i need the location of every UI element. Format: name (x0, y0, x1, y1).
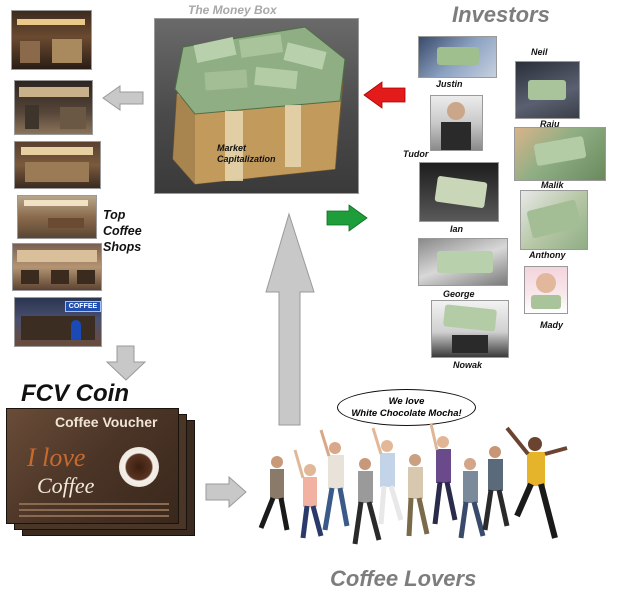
speech-line-1: We love (388, 396, 425, 407)
money-box-illustration (172, 26, 346, 185)
jumping-person-2 (293, 449, 324, 539)
investor-photo-justin (418, 36, 497, 78)
coffee-sign: COFFEE (65, 301, 101, 312)
investor-photo-raju (514, 127, 606, 181)
investor-name-tudor: Tudor (403, 149, 429, 159)
investor-photo-ian (419, 162, 499, 222)
investor-name-raju: Raju (540, 119, 560, 129)
arrow-box-to-shops (102, 85, 144, 111)
investor-photo-neil (515, 61, 580, 119)
investor-name-george: George (443, 289, 475, 299)
investor-photo-malik (520, 190, 588, 250)
jumping-person-6 (406, 454, 430, 537)
jumping-person-10 (505, 426, 568, 539)
voucher-script-line-1: I love (27, 443, 86, 472)
jumping-person-3 (319, 429, 350, 531)
voucher-title: Coffee Voucher (55, 414, 158, 430)
speech-line-2: White Chocolate Mocha! (351, 408, 462, 419)
coffee-shop-photo-3 (14, 141, 101, 189)
money-box-title: The Money Box (188, 3, 277, 17)
investor-name-justin: Justin (436, 79, 463, 89)
coffee-lovers-title: Coffee Lovers (330, 566, 477, 591)
coffee-cup-icon (119, 447, 159, 487)
jumping-person-5 (371, 427, 404, 525)
investor-photo-tudor (430, 95, 483, 151)
investor-name-nowak: Nowak (453, 360, 483, 370)
jumping-person-9 (482, 446, 510, 531)
investor-photo-mady (524, 266, 568, 314)
investors-title: Investors (452, 2, 550, 27)
investor-name-anthony: Anthony (529, 250, 566, 260)
shops-label-line-3: Shops (103, 240, 142, 254)
coffee-shop-photo-2 (14, 80, 93, 135)
coffee-shop-photo-4 (17, 195, 97, 239)
voucher-script-line-2: Coffee (37, 473, 95, 498)
money-box-photo (154, 18, 359, 194)
coffee-shop-photo-1 (11, 10, 92, 70)
investor-name-malik: Malik (541, 180, 564, 190)
jumping-person-4 (352, 458, 382, 545)
investor-photo-nowak (431, 300, 509, 358)
arrow-lovers-to-box (265, 212, 315, 426)
arrow-investors-to-box (363, 81, 406, 109)
shops-label-line-2: Coffee (103, 224, 142, 238)
voucher-card-front: Coffee Voucher I love Coffee (6, 408, 179, 524)
market-cap-line-1: Market (217, 143, 247, 153)
investor-name-mady: Mady (540, 320, 564, 330)
market-cap-line-2: Capitalization (217, 154, 276, 164)
investor-photo-george (418, 238, 508, 286)
shops-label-line-1: Top (103, 208, 126, 222)
coffee-shop-photo-5 (12, 243, 102, 291)
jumping-person-7 (429, 423, 458, 525)
fcv-coin-title: FCV Coin (21, 380, 129, 407)
arrow-coin-to-lovers (205, 475, 247, 509)
investor-name-neil: Neil (531, 47, 548, 57)
arrow-box-to-investors (326, 204, 368, 232)
market-capitalization-label: Market Capitalization (217, 143, 276, 165)
speech-bubble: We love White Chocolate Mocha! (337, 389, 476, 426)
coffee-shop-photo-6: COFFEE (14, 297, 102, 347)
investor-name-ian: Ian (450, 224, 464, 234)
jumping-person-1 (258, 456, 290, 531)
arrow-shops-to-coin (105, 345, 147, 381)
jumping-person-8 (458, 458, 486, 539)
coffee-lovers-crowd (258, 423, 568, 545)
top-coffee-shops-label: Top Coffee Shops (103, 207, 142, 255)
